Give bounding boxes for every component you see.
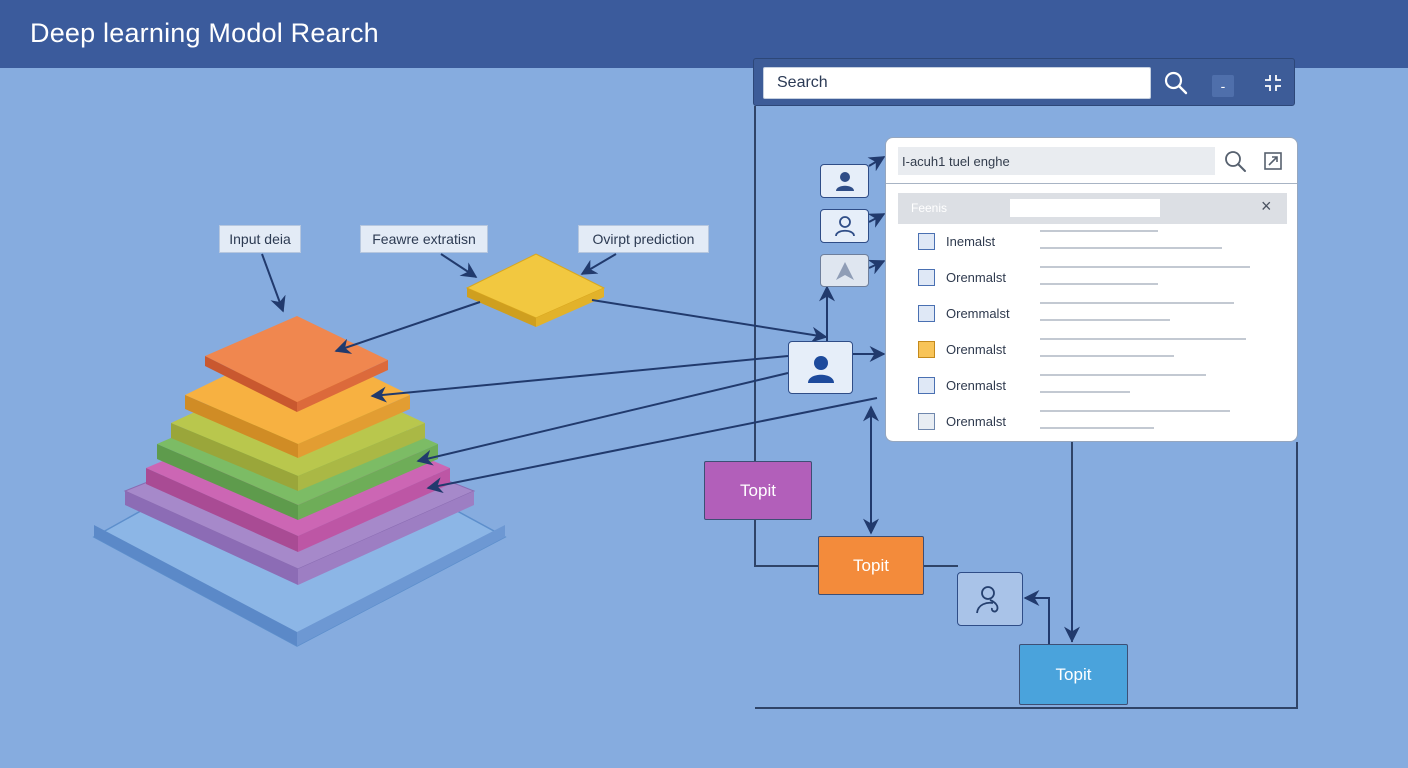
topit-box-orange[interactable]: Topit (818, 536, 924, 595)
checkbox-icon[interactable] (918, 341, 935, 358)
topit-box-purple[interactable]: Topit (704, 461, 812, 520)
arrow-node-to-stack (334, 301, 481, 354)
search-bar: - (753, 58, 1295, 106)
magnifier-icon (1164, 71, 1188, 95)
app-header: Deep learning Modol Rearch (0, 0, 1408, 68)
arrow-output-label-to-node (580, 253, 617, 275)
checkbox-icon[interactable] (918, 377, 935, 394)
checkbox-icon[interactable] (918, 269, 935, 286)
filter-label: Feenis (911, 201, 948, 215)
stack-orange-layer (205, 316, 388, 402)
collapse-icon (1265, 75, 1281, 91)
alert-node[interactable] (820, 254, 869, 287)
arrow-icon2-to-panel (867, 213, 886, 228)
feature-extraction-label: Feawre extratisn (360, 225, 488, 253)
user-node-2[interactable] (820, 209, 869, 243)
arrow-icon1-to-panel (867, 156, 886, 172)
output-prediction-label: Ovirpt prediction (578, 225, 709, 253)
panel-toolbar (886, 138, 1297, 184)
collapse-button[interactable] (1258, 67, 1288, 99)
arrow-feature-label-to-node (440, 253, 478, 278)
main-user-node[interactable] (788, 341, 853, 394)
user-outline-icon (834, 216, 855, 237)
list-item[interactable]: Orenmalst (916, 374, 1286, 398)
arrow-blue-box-to-support (1023, 590, 1050, 644)
filter-input[interactable] (1010, 199, 1160, 217)
layer-stack (92, 316, 507, 647)
checkbox-icon[interactable] (918, 413, 935, 430)
close-icon[interactable]: × (1261, 196, 1272, 216)
list-item[interactable]: Oremmalst (916, 302, 1286, 326)
list-item[interactable]: Orenmalst (916, 266, 1286, 290)
panel-search-input[interactable] (898, 147, 1215, 175)
list-item[interactable]: Inemalst (916, 230, 1286, 254)
warning-icon (835, 261, 854, 280)
arrow-user-to-green (416, 372, 789, 466)
user-icon (835, 172, 854, 191)
minimize-button[interactable]: - (1212, 75, 1234, 97)
list-item[interactable]: Orenmalst (916, 410, 1286, 434)
page-title: Deep learning Modol Rearch (30, 18, 379, 48)
support-node[interactable] (957, 572, 1023, 626)
filter-bar: Feenis × (898, 193, 1287, 224)
input-data-label: Input deia (219, 225, 301, 253)
panel-search-button[interactable] (1222, 148, 1248, 174)
feature-node (465, 253, 606, 327)
results-panel: Feenis × Inemalst Orenmalst Oremmalst Or… (885, 137, 1298, 442)
list-item[interactable]: Orenmalst (916, 338, 1286, 362)
arrow-icon3-to-panel (867, 259, 886, 275)
arrow-input-to-stack (261, 253, 286, 313)
arrow-user-to-amber (370, 355, 789, 403)
search-input[interactable] (763, 67, 1151, 99)
checkbox-icon[interactable] (918, 305, 935, 322)
user-icon (807, 355, 834, 383)
panel-expand-button[interactable] (1260, 148, 1286, 174)
arrow-panel-to-magenta (426, 397, 878, 494)
expand-icon (1264, 152, 1282, 170)
arrow-node-to-user (591, 299, 828, 343)
magnifier-icon (1225, 151, 1246, 172)
support-user-icon (976, 586, 999, 614)
topit-box-blue[interactable]: Topit (1019, 644, 1128, 705)
checkbox-icon[interactable] (918, 233, 935, 250)
user-node-1[interactable] (820, 164, 869, 198)
search-button[interactable] (1158, 67, 1194, 99)
connector-arrows (261, 156, 1080, 644)
